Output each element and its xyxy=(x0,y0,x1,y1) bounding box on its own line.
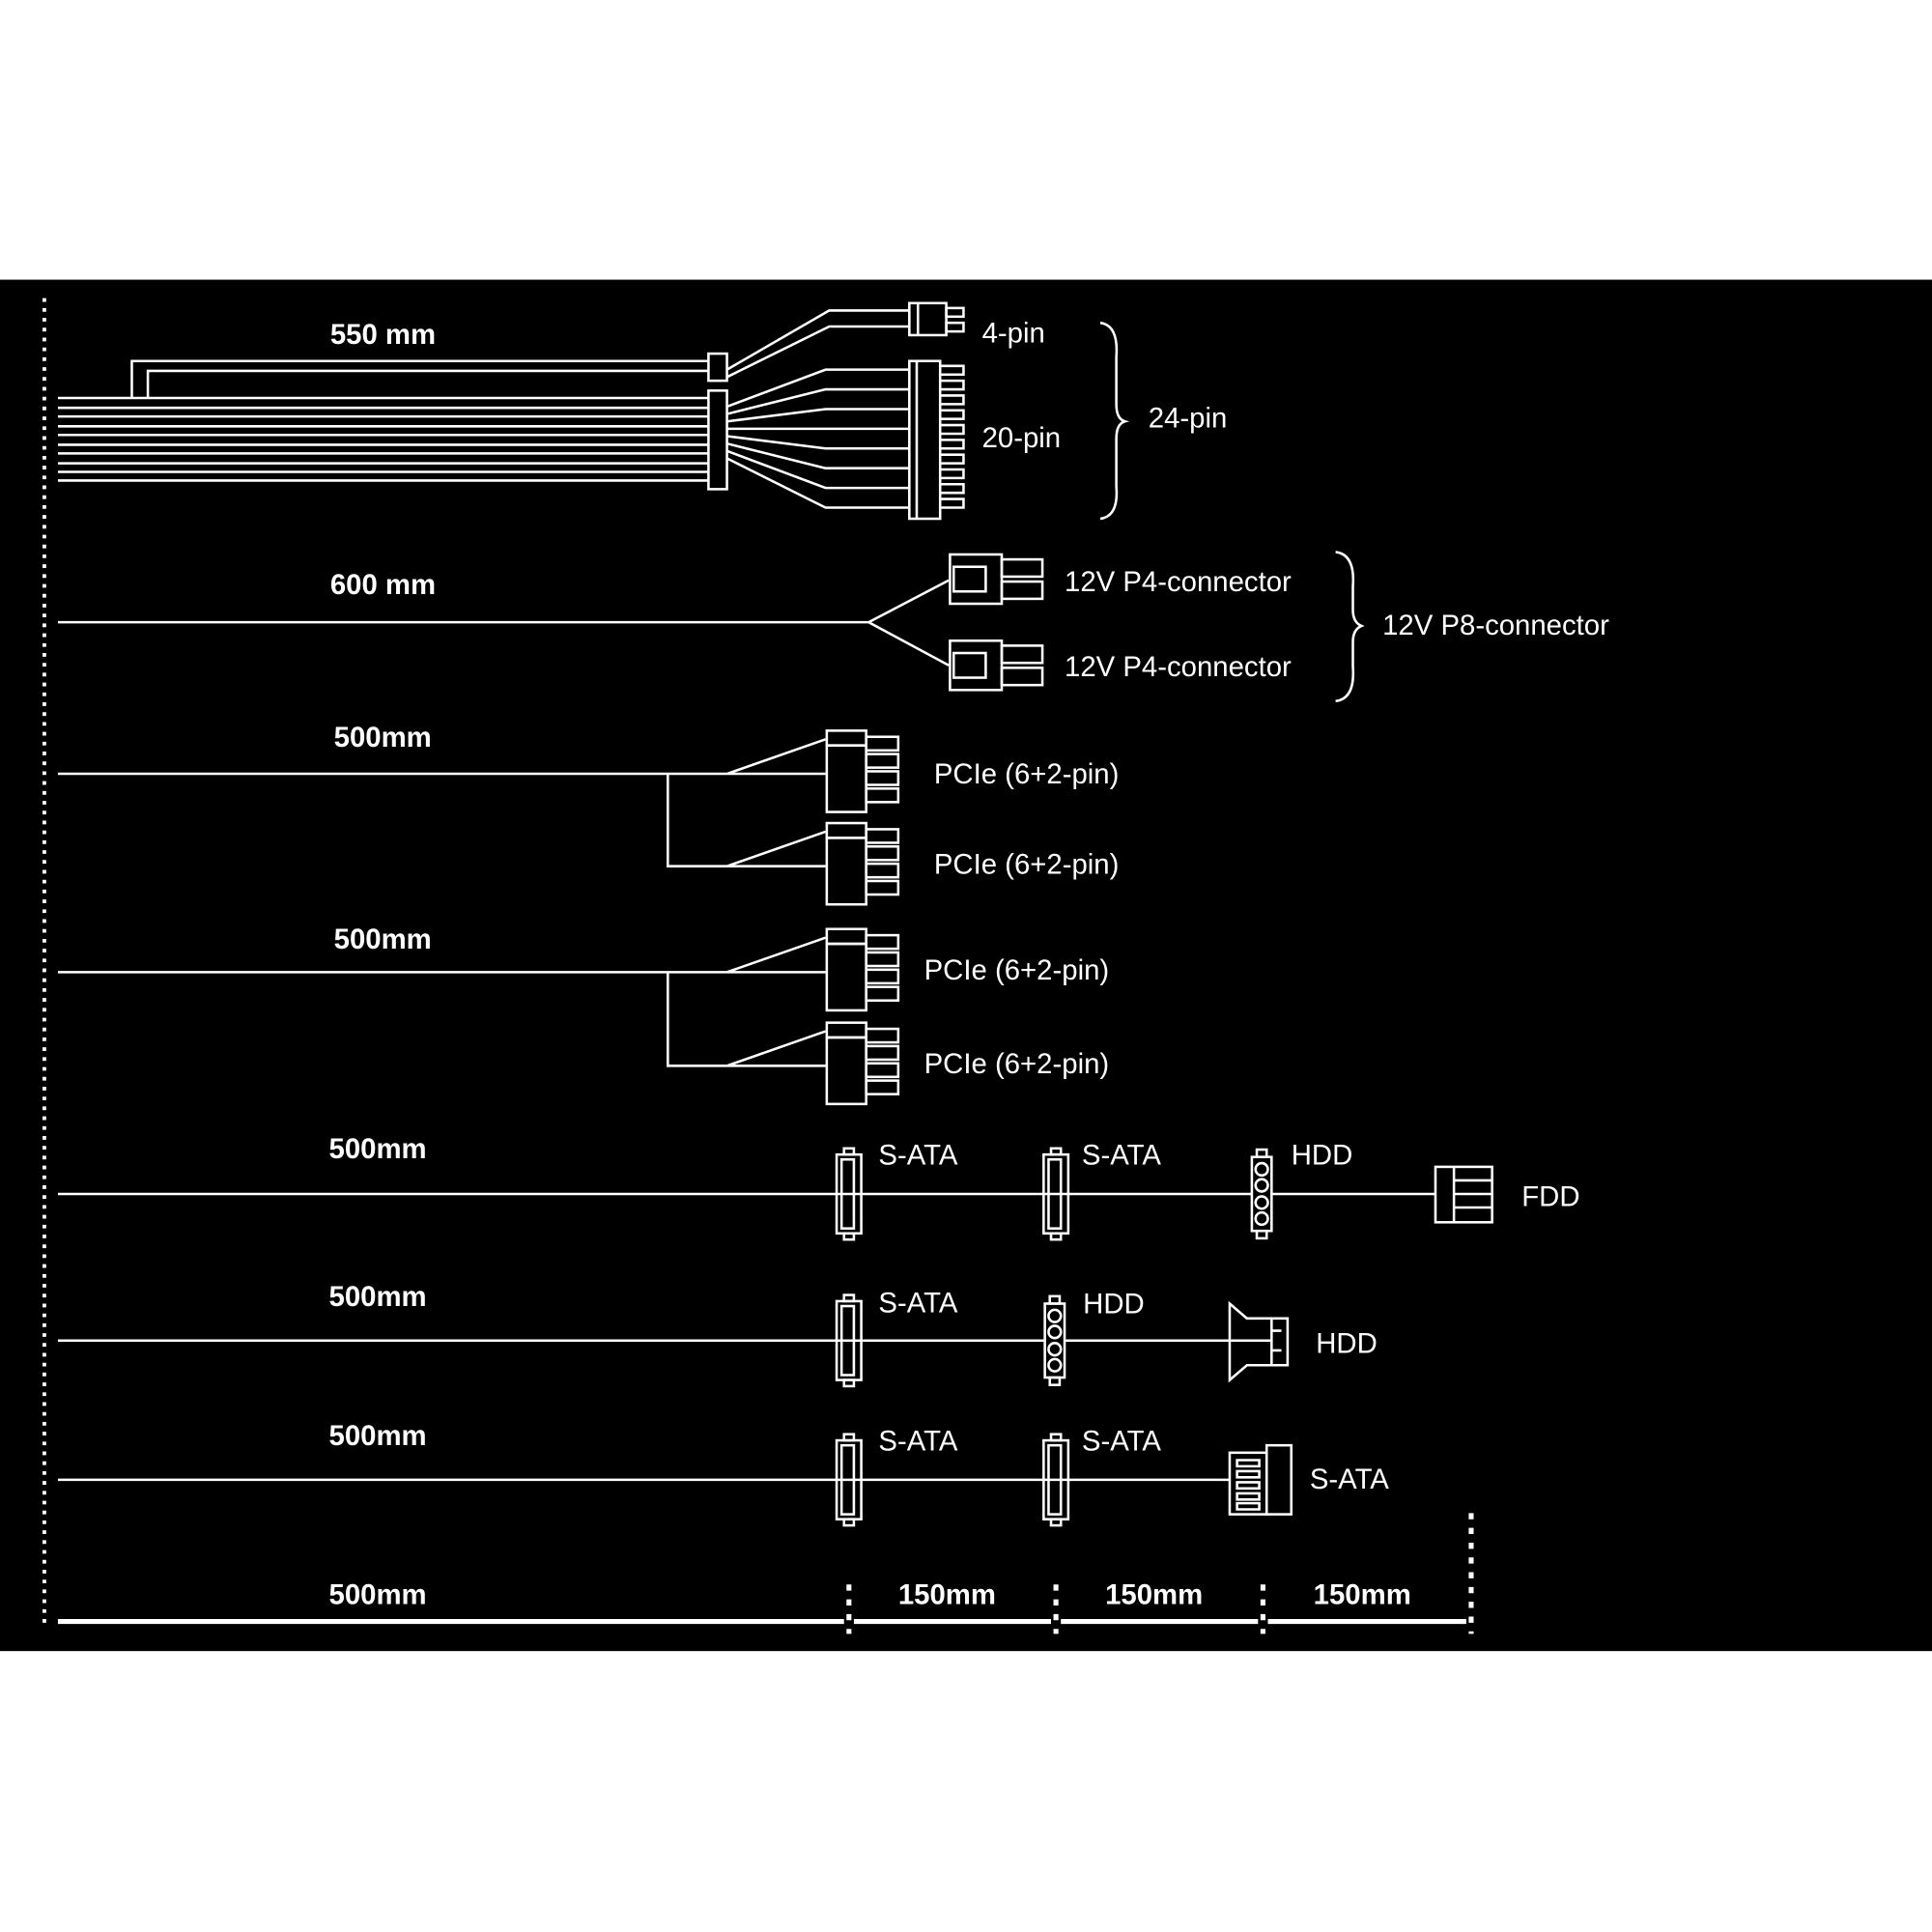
p4-label-1: 12V P4-connector xyxy=(1065,566,1292,598)
peri1-label-3: HDD xyxy=(1292,1139,1353,1171)
peri1-length-label: 500mm xyxy=(329,1133,427,1165)
pcie-cable-1: 500mm PCIe (6+2-pin) PCIe (6+2-pin) xyxy=(57,722,1120,906)
peri1-label-4: FDD xyxy=(1521,1181,1579,1213)
pcie2-length-label: 500mm xyxy=(334,923,432,955)
peri2-length-label: 500mm xyxy=(329,1281,427,1313)
peri3-length-label: 500mm xyxy=(329,1420,427,1452)
pcie1-label-2: PCIe (6+2-pin) xyxy=(934,848,1120,880)
atx-24pin-cable: 550 mm 4-pin 20-pin 24-pin xyxy=(57,301,1228,521)
cpu-length-label: 600 mm xyxy=(330,569,436,601)
scale-label-150-1: 150mm xyxy=(898,1579,996,1611)
p8-label: 12V P8-connector xyxy=(1382,610,1609,641)
pcie1-length-label: 500mm xyxy=(334,722,432,753)
diagram-background xyxy=(0,279,1932,1652)
peri1-label-1: S-ATA xyxy=(878,1139,957,1171)
peri3-label-3: S-ATA xyxy=(1310,1463,1389,1495)
p4-label-2: 12V P4-connector xyxy=(1065,651,1292,683)
peri2-label-2: HDD xyxy=(1083,1289,1145,1321)
4pin-label: 4-pin xyxy=(982,318,1045,350)
peri2-label-3: HDD xyxy=(1316,1328,1378,1360)
24pin-label: 24-pin xyxy=(1149,403,1228,435)
pcie2-label-1: PCIe (6+2-pin) xyxy=(924,954,1110,986)
pcie1-label-1: PCIe (6+2-pin) xyxy=(934,758,1120,790)
pcie-cable-2: 500mm PCIe (6+2-pin) PCIe (6+2-pin) xyxy=(57,923,1110,1106)
pcie2-label-2: PCIe (6+2-pin) xyxy=(924,1048,1110,1080)
atx-length-label: 550 mm xyxy=(330,319,436,351)
peri2-label-1: S-ATA xyxy=(878,1287,957,1319)
scale-label-150-2: 150mm xyxy=(1105,1579,1203,1611)
peri3-label-2: S-ATA xyxy=(1082,1425,1161,1457)
20pin-label: 20-pin xyxy=(982,422,1062,454)
length-scale: 500mm 150mm 150mm 150mm xyxy=(57,1513,1474,1634)
peripheral-cable-2: 500mm S-ATA HDD HDD xyxy=(57,1281,1378,1388)
cpu-p8-cable: 600 mm 12V P4-connector 12V P4-connector… xyxy=(57,551,1609,703)
scale-label-150-3: 150mm xyxy=(1314,1579,1411,1611)
scale-label-500: 500mm xyxy=(329,1579,427,1611)
peri1-label-2: S-ATA xyxy=(1082,1139,1161,1171)
peripheral-cable-3: 500mm S-ATA S-ATA S-ATA xyxy=(57,1420,1389,1527)
peri3-label-1: S-ATA xyxy=(878,1425,957,1457)
peripheral-cable-1: 500mm S-ATA S-ATA HDD FDD xyxy=(57,1133,1580,1241)
